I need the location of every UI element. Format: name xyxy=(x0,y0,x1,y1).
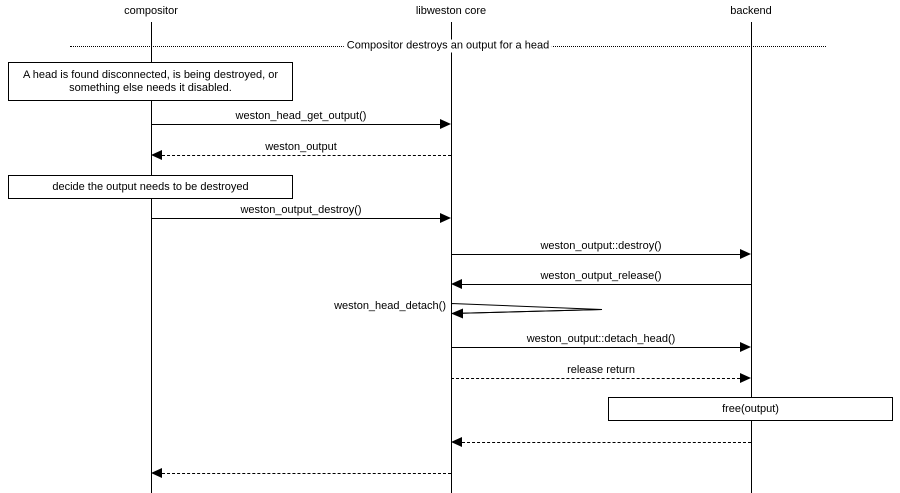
actor-label-compositor: compositor xyxy=(124,5,178,17)
arrowhead-core-return xyxy=(151,468,162,478)
selfloop-return-path xyxy=(451,309,603,314)
message-label-weston-output-destroy: weston_output_destroy() xyxy=(237,204,365,217)
message-line-weston-head-get-output xyxy=(151,124,440,125)
lifeline-compositor xyxy=(151,22,152,493)
arrowhead-weston-output-destroy-backend xyxy=(740,249,751,259)
message-line-weston-output-destroy xyxy=(151,218,440,219)
message-label-weston-output-detach-head: weston_output::detach_head() xyxy=(523,333,679,346)
note-free-output-text: free(output) xyxy=(722,402,779,415)
message-line-weston-output-detach-head xyxy=(451,347,740,348)
message-line-core-return xyxy=(162,473,451,474)
actor-label-backend: backend xyxy=(730,5,772,17)
message-label-weston-output-destroy-backend: weston_output::destroy() xyxy=(537,240,665,253)
message-line-release-return xyxy=(451,378,740,379)
message-label-weston-output-return: weston_output xyxy=(262,141,340,154)
selfloop-weston-head-detach xyxy=(451,302,603,319)
arrowhead-weston-output-destroy xyxy=(440,213,451,223)
arrowhead-weston-output-release xyxy=(451,279,462,289)
note-free-output: free(output) xyxy=(608,397,893,421)
message-line-weston-output-return xyxy=(162,155,451,156)
message-line-weston-output-destroy-backend xyxy=(451,254,740,255)
separator-label: Compositor destroys an output for a head xyxy=(343,39,553,53)
arrowhead-backend-return xyxy=(451,437,462,447)
message-line-weston-output-release xyxy=(462,284,751,285)
message-label-release-return: release return xyxy=(564,364,638,377)
lifeline-backend xyxy=(751,22,752,493)
arrowhead-weston-output-detach-head xyxy=(740,342,751,352)
note-head-disconnected: A head is found disconnected, is being d… xyxy=(8,62,293,101)
arrowhead-weston-head-get-output xyxy=(440,119,451,129)
message-label-weston-head-detach: weston_head_detach() xyxy=(331,300,449,313)
note-decide-destroy: decide the output needs to be destroyed xyxy=(8,175,293,199)
message-label-weston-head-get-output: weston_head_get_output() xyxy=(232,110,370,123)
lifeline-libweston-core xyxy=(451,22,452,493)
arrowhead-weston-output-return xyxy=(151,150,162,160)
message-label-weston-output-release: weston_output_release() xyxy=(537,270,665,283)
message-line-backend-return xyxy=(462,442,751,443)
note-decide-destroy-text: decide the output needs to be destroyed xyxy=(52,180,249,193)
note-head-disconnected-text: A head is found disconnected, is being d… xyxy=(22,68,278,94)
arrowhead-release-return xyxy=(740,373,751,383)
actor-label-libweston-core: libweston core xyxy=(415,5,487,17)
